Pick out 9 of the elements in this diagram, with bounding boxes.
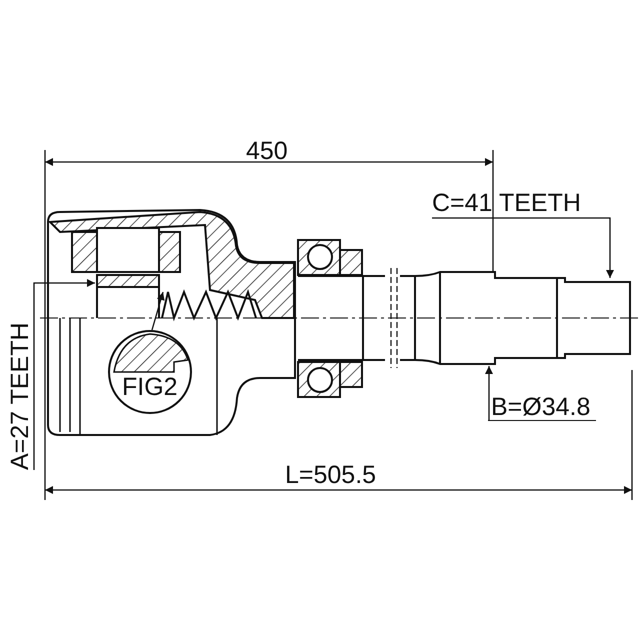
- leader-line: [33, 279, 95, 470]
- callout-text: A=27 TEETH: [7, 322, 33, 470]
- leader-line: [151, 292, 165, 330]
- dimension-text: 450: [246, 138, 288, 164]
- callout-text: C=41 TEETH: [432, 190, 581, 216]
- dimension-text: L=505.5: [285, 462, 376, 488]
- leader-line: [485, 366, 493, 420]
- leader-line: [432, 217, 614, 278]
- callout-text: B=Ø34.8: [488, 394, 596, 421]
